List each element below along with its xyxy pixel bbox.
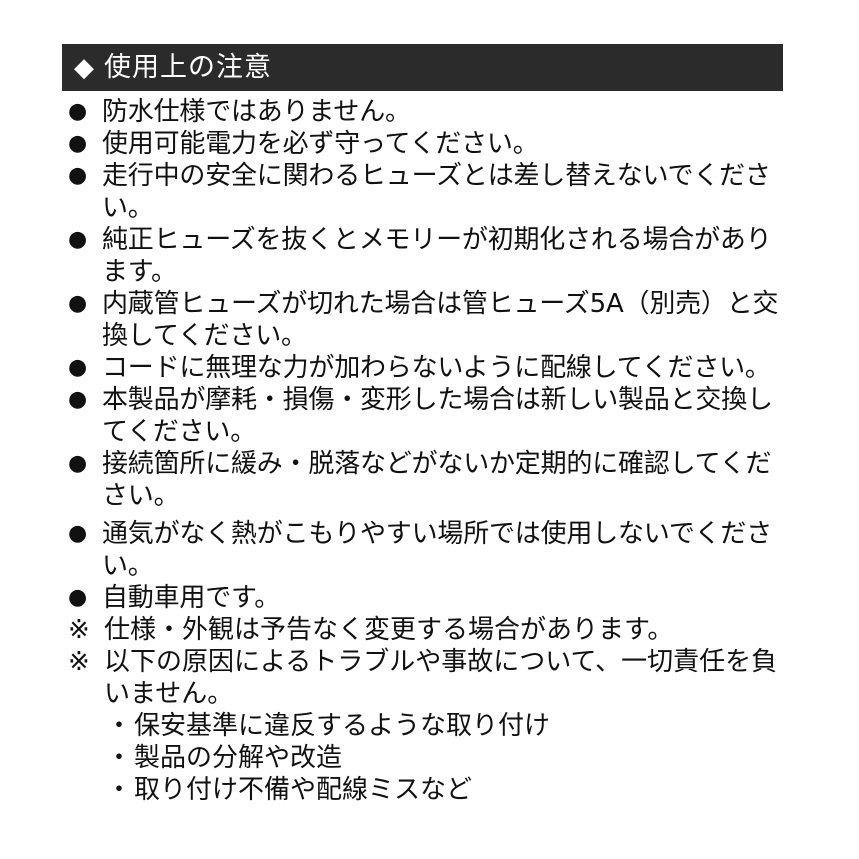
caution-item: ● 通気がなく熱がこもりやすい場所では使用しないでください。 <box>68 519 773 581</box>
sub-item: ・ 取り付け不備や配線ミスなど <box>105 775 473 805</box>
caution-item: ● 走行中の安全に関わるヒューズとは差し替えないでください。 <box>68 161 771 223</box>
caution-item: ● コードに無理な力が加わらないように配線してください。 <box>68 353 771 383</box>
bullet-icon: ● <box>68 585 87 610</box>
disclaimer-note: ※ 以下の原因によるトラブルや事故について、一切責任を負いません。 <box>68 647 778 709</box>
sub-item: ・ 製品の分解や改造 <box>105 743 343 773</box>
sub-item: ・ 保安基準に違反するような取り付け <box>105 711 551 741</box>
caution-item: ● 内蔵管ヒューズが切れた場合は管ヒューズ5A（別売）と交換してください。 <box>68 289 779 351</box>
bullet-icon: ● <box>68 387 87 412</box>
section-title: 使用上の注意 <box>104 52 272 83</box>
reference-mark-icon: ※ <box>68 647 90 677</box>
bullet-icon: ● <box>68 451 87 476</box>
bullet-icon: ● <box>68 291 87 316</box>
diamond-icon: ◆ <box>74 52 94 83</box>
bullet-icon: ● <box>68 355 87 380</box>
bullet-icon: ● <box>68 99 87 124</box>
middle-dot-icon: ・ <box>105 743 132 773</box>
header-bar: ◆ 使用上の注意 <box>62 44 783 91</box>
middle-dot-icon: ・ <box>105 775 132 805</box>
caution-item: ● 接続箇所に緩み・脱落などがないか定期的に確認してください。 <box>68 449 772 511</box>
middle-dot-icon: ・ <box>105 711 132 741</box>
caution-item: ● 本製品が摩耗・損傷・変形した場合は新しい製品と交換してください。 <box>68 385 773 447</box>
caution-item: ● 自動車用です。 <box>68 583 281 613</box>
caution-item: ● 防水仕様ではありません。 <box>68 97 411 127</box>
caution-item: ● 純正ヒューズを抜くとメモリーが初期化される場合があります。 <box>68 225 772 287</box>
disclaimer-note: ※ 仕様・外観は予告なく変更する場合があります。 <box>68 615 674 645</box>
bullet-icon: ● <box>68 227 87 252</box>
caution-item: ● 使用可能電力を必ず守ってください。 <box>68 129 539 159</box>
bullet-icon: ● <box>68 131 87 156</box>
bullet-icon: ● <box>68 521 87 546</box>
reference-mark-icon: ※ <box>68 615 90 645</box>
bullet-icon: ● <box>68 163 87 188</box>
caution-list: ● 防水仕様ではありません。 ● 使用可能電力を必ず守ってください。 ● 走行中… <box>68 96 788 806</box>
